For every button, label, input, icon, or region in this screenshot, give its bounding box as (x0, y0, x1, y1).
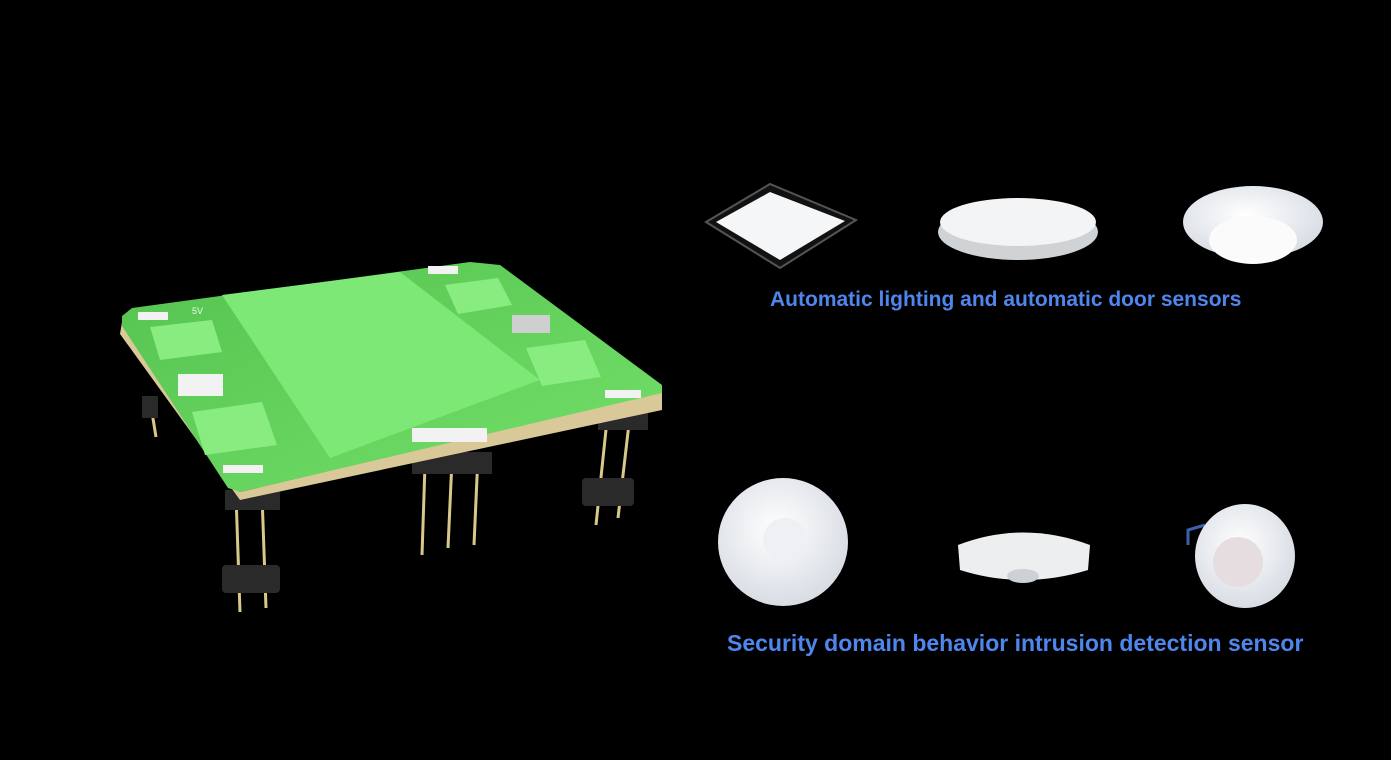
radar-sensor-module: 5V (120, 262, 662, 613)
caption-lighting-door-sensors: Automatic lighting and automatic door se… (770, 288, 1242, 311)
pcb-silkscreen-label: 5V (192, 306, 203, 316)
dome-motion-sensor (1183, 186, 1323, 264)
components (138, 266, 641, 473)
antenna-patches (150, 278, 601, 455)
caption-security-intrusion-sensor: Security domain behavior intrusion detec… (727, 630, 1304, 656)
round-ceiling-light (938, 198, 1098, 260)
square-ceiling-light (704, 182, 859, 270)
antenna-patch-area (222, 272, 540, 458)
flat-pir-sensor (718, 478, 848, 606)
ceiling-intrusion-detector (958, 532, 1090, 583)
recessed-pir-sensor (1186, 504, 1295, 608)
pcb-edge (120, 322, 662, 500)
